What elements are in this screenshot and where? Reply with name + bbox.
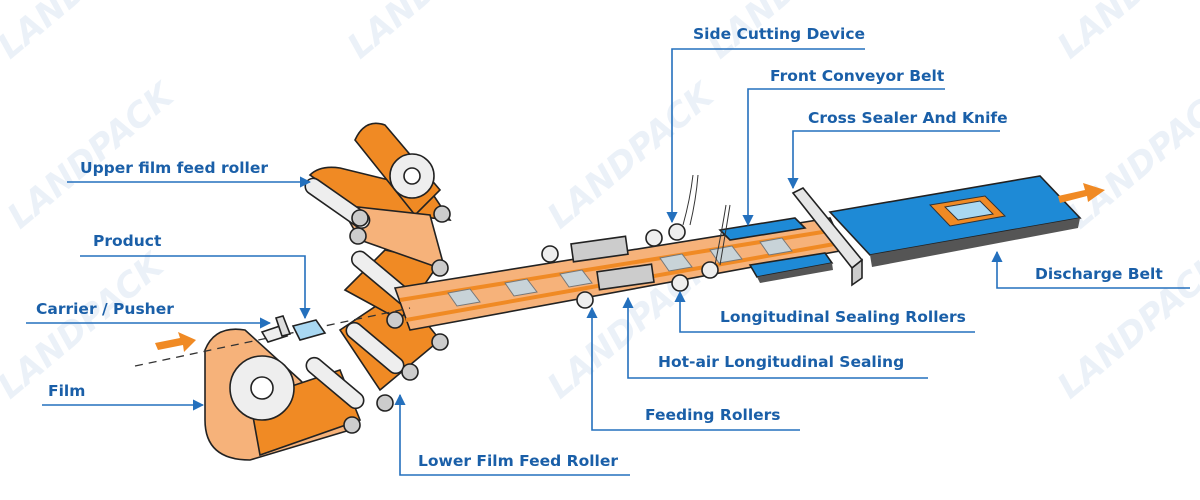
discharge-belt xyxy=(828,175,1105,267)
cross-sealer-knife xyxy=(791,186,864,287)
label-product: Product xyxy=(93,232,162,250)
callout-upper-film: Upper film feed roller xyxy=(67,159,312,188)
products-on-film xyxy=(447,237,793,307)
side-cutting-roller xyxy=(668,223,686,241)
hot-air-sealer-block xyxy=(570,235,629,263)
watermark-text: LANDPACK xyxy=(1050,0,1200,67)
product xyxy=(291,319,327,341)
callout-hot-air: Hot-air Longitudinal Sealing xyxy=(622,296,928,379)
label-hot-air: Hot-air Longitudinal Sealing xyxy=(658,353,904,371)
callout-front-conveyor: Front Conveyor Belt xyxy=(742,67,945,227)
callout-side-cutting: Side Cutting Device xyxy=(666,25,865,224)
label-front-conveyor: Front Conveyor Belt xyxy=(770,67,945,85)
roller xyxy=(433,205,451,223)
label-carrier: Carrier / Pusher xyxy=(36,300,174,318)
callout-discharge: Discharge Belt xyxy=(991,250,1190,289)
label-long-rollers: Longitudinal Sealing Rollers xyxy=(720,308,966,326)
callout-product: Product xyxy=(80,232,311,320)
callout-lower-film: Lower Film Feed Roller xyxy=(394,393,630,476)
label-feeding-rollers: Feeding Rollers xyxy=(645,406,781,424)
roller xyxy=(431,259,449,277)
sealing-roller xyxy=(671,274,689,292)
trim-waste-strip xyxy=(714,204,731,266)
watermark-text: LANDPACK xyxy=(0,74,183,237)
upper-film-assembly xyxy=(304,122,452,329)
roller xyxy=(431,333,449,351)
watermark-text: LANDPACK xyxy=(340,0,523,67)
input-arrow-icon xyxy=(155,332,196,352)
label-side-cutting: Side Cutting Device xyxy=(693,25,865,43)
sealing-units xyxy=(541,174,731,309)
feeding-roller xyxy=(541,245,559,263)
roller xyxy=(386,311,404,329)
roller xyxy=(343,416,361,434)
roller xyxy=(376,394,394,412)
label-film: Film xyxy=(48,382,85,400)
watermark-text: LANDPACK xyxy=(0,0,173,67)
callout-film: Film xyxy=(42,382,205,411)
trim-waste-strip xyxy=(682,174,699,226)
roller xyxy=(401,363,419,381)
label-cross-sealer: Cross Sealer And Knife xyxy=(808,109,1008,127)
callout-long-rollers: Longitudinal Sealing Rollers xyxy=(674,290,975,333)
front-conveyor-belt xyxy=(718,217,834,283)
hot-air-sealer-block xyxy=(596,263,655,291)
callout-cross-sealer: Cross Sealer And Knife xyxy=(787,109,1008,190)
product-carrier xyxy=(134,307,411,367)
callout-feeding-rollers: Feeding Rollers xyxy=(586,306,800,431)
roller xyxy=(351,209,369,227)
callout-carrier: Carrier / Pusher xyxy=(26,300,272,329)
lower-film-assembly xyxy=(204,288,449,461)
label-discharge: Discharge Belt xyxy=(1035,265,1163,283)
label-lower-film: Lower Film Feed Roller xyxy=(418,452,618,470)
feeding-roller xyxy=(576,291,594,309)
sealing-roller xyxy=(645,229,663,247)
sealing-roller xyxy=(701,261,719,279)
watermark-text: LANDPACK xyxy=(540,74,723,237)
roller xyxy=(349,227,367,245)
output-arrow-icon xyxy=(1058,183,1105,203)
watermark-text: LANDPACK xyxy=(1060,74,1200,237)
watermark-text: LANDPACK xyxy=(0,244,173,407)
roller xyxy=(305,356,365,410)
label-upper-film: Upper film feed roller xyxy=(80,159,268,177)
